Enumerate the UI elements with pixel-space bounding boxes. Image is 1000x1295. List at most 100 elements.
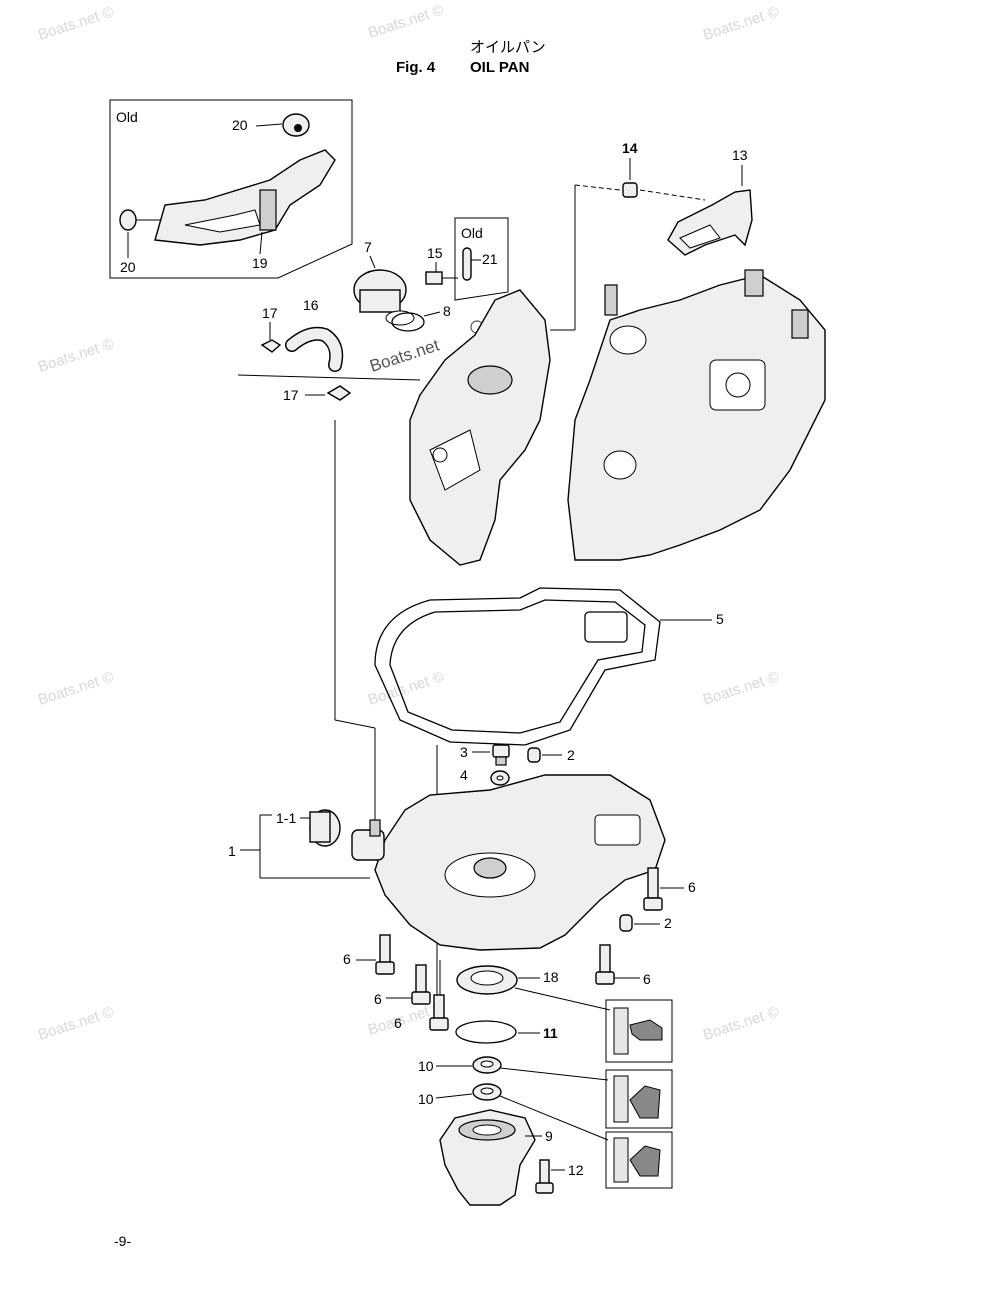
header: オイルパン Fig. 4 OIL PAN bbox=[396, 38, 546, 76]
o-ring-part-8 bbox=[391, 312, 425, 332]
callout-18: 18 bbox=[543, 969, 559, 985]
oil-case-housing bbox=[409, 289, 551, 566]
parts-16-17: 16 17 17 bbox=[237, 297, 421, 403]
leader-7 bbox=[369, 255, 376, 269]
pin-part-2-bottom bbox=[619, 914, 633, 932]
oil-pan-boss-hole bbox=[473, 857, 507, 879]
bolt-6-mid bbox=[415, 964, 427, 996]
cylinder-block bbox=[550, 269, 826, 561]
housing-part-9: 9 12 bbox=[439, 1109, 584, 1206]
callout-4: 4 bbox=[460, 767, 468, 783]
watermark-text: Boats.net © bbox=[366, 668, 446, 708]
bracket-boss bbox=[259, 189, 277, 231]
housing-9-bore-inner bbox=[472, 1124, 502, 1136]
seal-10-bottom-hole bbox=[480, 1087, 494, 1095]
block-tower-2 bbox=[791, 309, 809, 339]
old-small-label: Old bbox=[461, 225, 483, 241]
screw-part-20 bbox=[119, 209, 137, 231]
watermark-text: Boats.net © bbox=[36, 3, 116, 43]
block-stud bbox=[604, 284, 618, 316]
block-port-lower bbox=[603, 450, 637, 480]
oil-pan-window bbox=[594, 814, 641, 846]
bracket-detail bbox=[184, 209, 261, 233]
watermark-text: Boats.net © bbox=[366, 1, 446, 41]
detail-box-2-shaft bbox=[613, 1075, 629, 1123]
block-port-upper bbox=[609, 325, 647, 355]
detail-box-2 bbox=[605, 1069, 673, 1129]
watermark-text: Boats.net © bbox=[36, 335, 116, 375]
oil-case-rib bbox=[429, 429, 481, 491]
leader-19 bbox=[259, 231, 263, 255]
detail-box-3-shaft bbox=[613, 1137, 629, 1183]
oil-case-boss bbox=[432, 447, 448, 463]
bolts-part-6: 6 2 6 6 6 6 bbox=[343, 867, 696, 1031]
callout-10-top: 10 bbox=[418, 1058, 434, 1074]
bolt-6-left-head bbox=[375, 961, 395, 975]
old-small-outline bbox=[454, 217, 509, 301]
pin-part-2-top bbox=[527, 747, 541, 763]
callout-6-mid: 6 bbox=[374, 991, 382, 1007]
callout-17-top: 17 bbox=[262, 305, 278, 321]
bolt-6-low bbox=[433, 994, 445, 1020]
o-ring-part-11: 11 bbox=[455, 1020, 558, 1044]
japanese-title: オイルパン bbox=[470, 38, 546, 56]
callout-2-top: 2 bbox=[567, 747, 575, 763]
page-number: -9- bbox=[114, 1233, 131, 1249]
bolt-part-12-head bbox=[535, 1182, 554, 1194]
oil-pan-filler-spout bbox=[369, 819, 381, 837]
bolt-6-low-head bbox=[429, 1017, 449, 1031]
gasket-part-5: 5 bbox=[374, 587, 724, 746]
o-ring-11 bbox=[455, 1020, 517, 1044]
watermark-center-text: Boats.net bbox=[367, 335, 441, 375]
cover-part-13 bbox=[667, 189, 753, 256]
callout-16: 16 bbox=[303, 297, 319, 313]
callout-21: 21 bbox=[482, 251, 498, 267]
page-title: OIL PAN bbox=[470, 59, 529, 76]
plug-part-3-thread bbox=[495, 756, 507, 766]
oil-case-left bbox=[409, 289, 551, 566]
callout-1-1: 1-1 bbox=[276, 810, 296, 826]
callout-6-left: 6 bbox=[343, 951, 351, 967]
callout-20-top: 20 bbox=[232, 117, 248, 133]
detail-box-3 bbox=[605, 1131, 673, 1189]
bolt-part-12 bbox=[539, 1159, 550, 1185]
cover-detail bbox=[679, 224, 721, 249]
callout-15: 15 bbox=[427, 245, 443, 261]
old-parts-box: Old 20 20 19 bbox=[109, 99, 353, 279]
clip-part-17-top bbox=[260, 339, 282, 353]
block-flange-hole bbox=[725, 372, 751, 398]
oil-case-port bbox=[467, 365, 513, 395]
bracket-part-19 bbox=[154, 149, 336, 246]
leader-18-detail bbox=[514, 987, 611, 1011]
callout-20-bottom: 20 bbox=[120, 259, 136, 275]
old-box-label: Old bbox=[116, 109, 138, 125]
old-box-outline bbox=[109, 99, 353, 279]
oil-seal-inner bbox=[470, 970, 504, 986]
callout-6-lower-right: 6 bbox=[643, 971, 651, 987]
callout-1: 1 bbox=[228, 843, 236, 859]
callout-2-bottom: 2 bbox=[664, 915, 672, 931]
callout-7: 7 bbox=[364, 239, 372, 255]
watermark-text: Boats.net © bbox=[36, 668, 116, 708]
detail-box-3-seal bbox=[629, 1145, 661, 1177]
seal-detail-boxes bbox=[605, 999, 673, 1189]
bolt-6-left bbox=[379, 934, 391, 966]
watermark-text: Boats.net © bbox=[36, 1003, 116, 1043]
hose-part-16 bbox=[286, 328, 342, 371]
detail-box-1-shaft bbox=[613, 1007, 629, 1055]
bolt-6-lower-right bbox=[599, 944, 611, 976]
seal-10-top-hole bbox=[480, 1060, 494, 1068]
bolt-6-mid-head bbox=[411, 991, 431, 1005]
watermark-text: Boats.net © bbox=[701, 3, 781, 43]
cap-part-1-1-body bbox=[309, 811, 331, 843]
oil-seal-part-18: 18 bbox=[456, 965, 611, 1011]
oil-pan-part-1: 1 1-1 bbox=[228, 774, 666, 951]
parts-7-8-15: 7 8 15 bbox=[353, 239, 458, 332]
oil-pan-filler-neck bbox=[351, 829, 385, 861]
seals-part-10: 10 10 bbox=[418, 1056, 609, 1141]
watermark-text: Boats.net © bbox=[701, 1003, 781, 1043]
leader-horizontal bbox=[237, 374, 421, 381]
detail-box-2-seal bbox=[629, 1085, 661, 1119]
gasket-window bbox=[584, 611, 628, 643]
